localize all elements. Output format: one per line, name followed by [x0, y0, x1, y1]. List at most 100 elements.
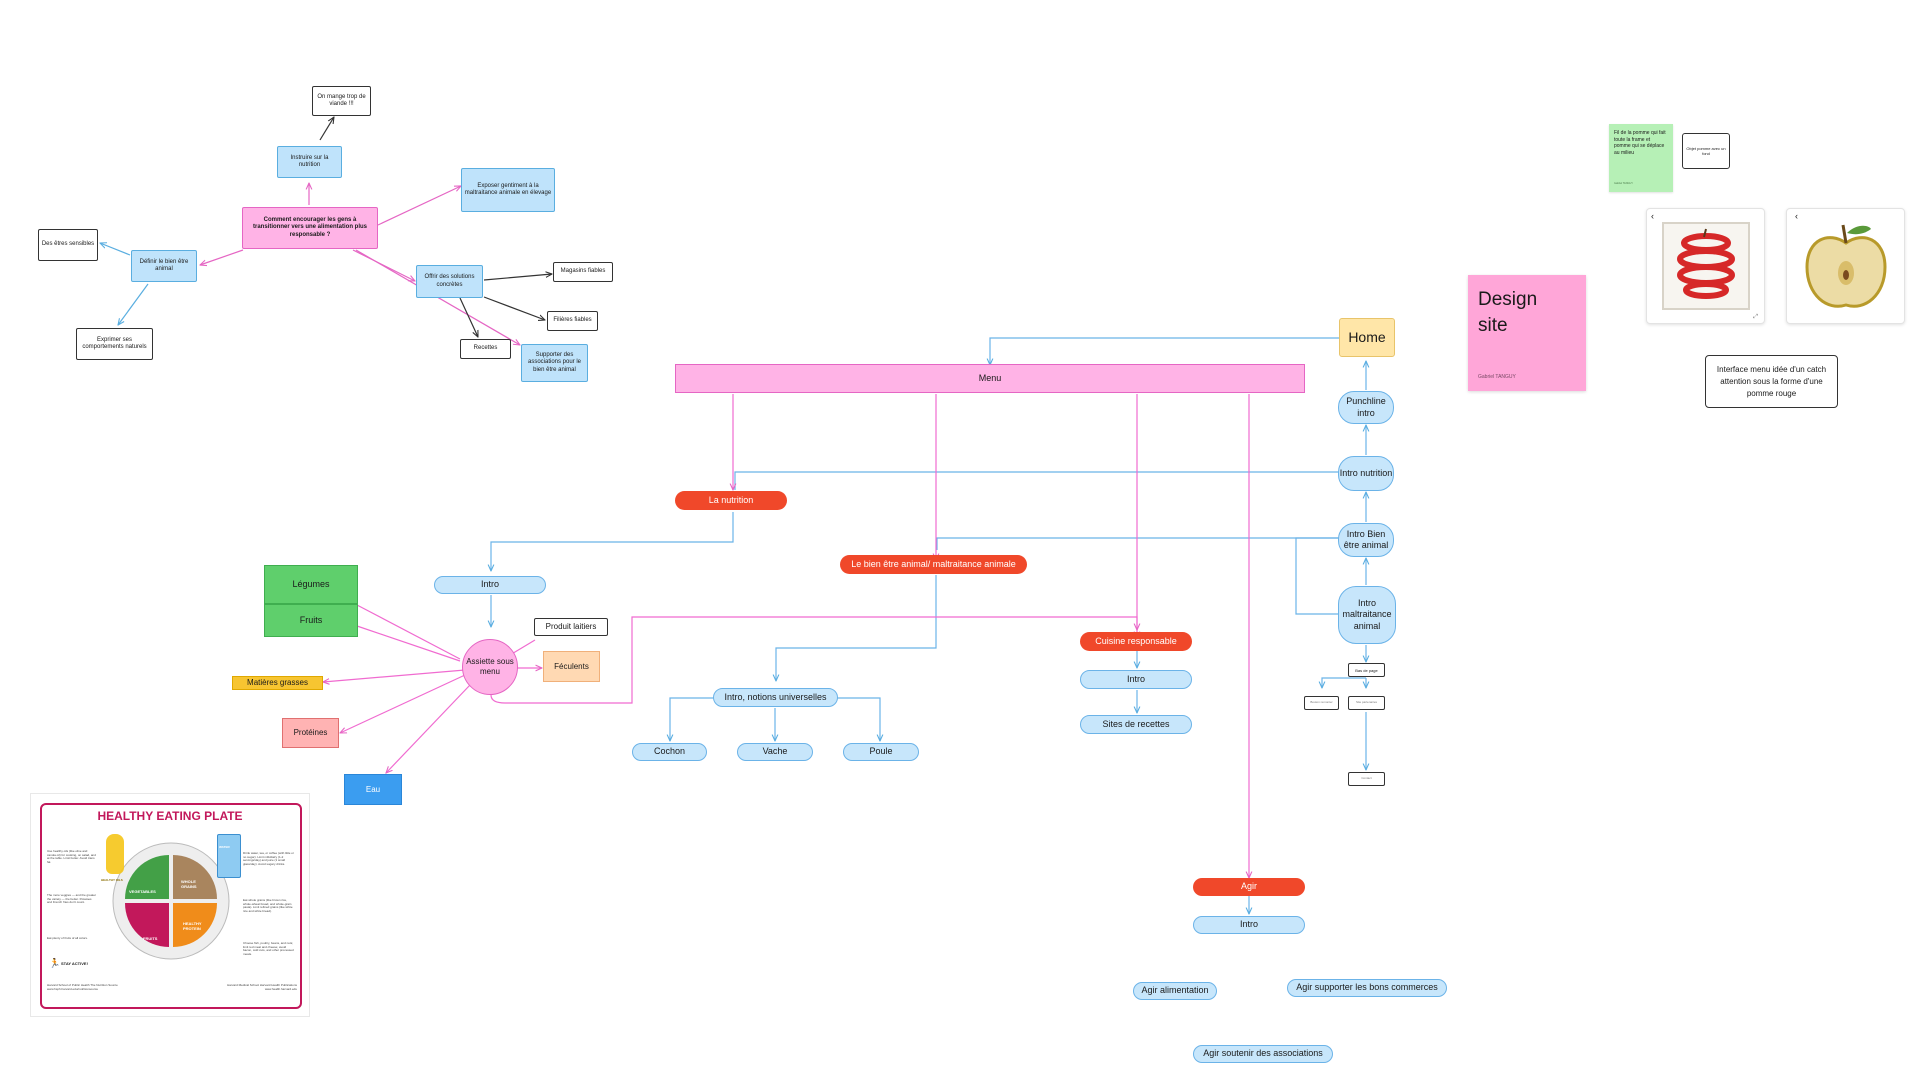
intro-bien-etre-node[interactable]: Intro Bien être animal — [1338, 523, 1394, 557]
vegetables-label: VEGETABLES — [129, 889, 156, 894]
footer-right: Harvard Medical School Harvard Health Pu… — [227, 983, 297, 991]
plate-chart — [112, 842, 230, 960]
oil-bottle-icon — [106, 834, 124, 874]
left-text-1: Use healthy oils (like olive and canola … — [47, 849, 96, 864]
label: Des êtres sensibles — [41, 241, 95, 248]
label: Eau — [365, 784, 381, 794]
nutrition-intro-node[interactable]: Intro — [434, 576, 546, 594]
protein-label: HEALTHY PROTEIN — [183, 921, 202, 931]
note-author: Gabriel TANGUY — [1614, 182, 1633, 185]
cuisine-intro-node[interactable]: Intro — [1080, 670, 1192, 689]
mindmap-center[interactable]: Comment encourager les gens à transition… — [242, 207, 378, 249]
agir-intro-node[interactable]: Intro — [1193, 916, 1305, 934]
vache-node[interactable]: Vache — [737, 743, 813, 761]
whole-grains-label: WHOLE GRAINS — [181, 879, 197, 889]
mindmap-mange-viande[interactable]: On mange trop de viande !!! — [312, 86, 371, 116]
cuisine-responsable-node[interactable]: Cuisine responsable — [1080, 632, 1192, 651]
legumes-node[interactable]: Légumes — [264, 565, 358, 604]
label: Menu — [978, 372, 1002, 383]
running-icon: 🏃 — [49, 958, 61, 968]
footer-left: Harvard School of Public Health The Nutr… — [47, 983, 118, 991]
mindmap-recettes[interactable]: Recettes — [460, 339, 511, 359]
label: Magasins fiables — [560, 268, 606, 275]
label: Définir le bien être animal — [139, 258, 189, 273]
label: Fruits — [299, 614, 323, 625]
poule-node[interactable]: Poule — [843, 743, 919, 761]
left-text-2: The more veggies — and the greater the v… — [47, 893, 97, 905]
assiette-node[interactable]: Assiette sous menu — [462, 639, 518, 695]
mindmap-offrir[interactable]: Offrir des solutions concrètes — [416, 265, 483, 298]
sites-recettes-node[interactable]: Sites de recettes — [1080, 715, 1192, 734]
label: Instruire sur la nutrition — [290, 154, 329, 169]
label: Intro — [480, 579, 499, 590]
punchline-intro-node[interactable]: Punchline intro — [1338, 391, 1394, 424]
mindmap-supporter[interactable]: Supporter des associations pour le bien … — [521, 344, 588, 382]
label: Intro maltraitance animal — [1342, 598, 1392, 631]
apple-half-illustration — [1805, 224, 1887, 308]
stay-active-label: STAY ACTIVE! — [61, 961, 88, 966]
agir-associations-node[interactable]: Agir soutenir des associations — [1193, 1045, 1333, 1063]
menu-node[interactable]: Menu — [675, 364, 1305, 393]
agir-commerces-node[interactable]: Agir supporter les bons commerces — [1287, 979, 1447, 997]
footer-small-b[interactable]: Site partenaires — [1348, 696, 1385, 710]
matieres-grasses-node[interactable]: Matières grasses — [232, 676, 323, 690]
home-node[interactable]: Home — [1339, 318, 1395, 357]
mindmap-filieres[interactable]: Filières fiables — [547, 311, 598, 331]
fruits-label: FRUITS — [143, 936, 158, 941]
design-site-sticky[interactable]: Design site Gabriel TANGUY — [1468, 275, 1586, 391]
intro-nutrition-node[interactable]: Intro nutrition — [1338, 456, 1394, 491]
label: Home — [1348, 328, 1386, 345]
agir-node[interactable]: Agir — [1193, 878, 1305, 896]
label: Bas de page — [1355, 667, 1378, 673]
water-label: WATER — [219, 845, 230, 849]
bien-etre-node[interactable]: Le bien être animal/ maltraitance animal… — [840, 555, 1027, 574]
mindmap-etres-sensibles[interactable]: Des êtres sensibles — [38, 229, 98, 261]
produits-laitiers-node[interactable]: Produit laitiers — [534, 618, 608, 636]
eau-node[interactable]: Eau — [344, 774, 402, 805]
label: Vache — [762, 746, 788, 757]
label: Intro nutrition — [1339, 467, 1393, 478]
apple-half-image[interactable]: ‹ — [1786, 208, 1905, 324]
mindmap-exposer[interactable]: Exposer gentiment à la maltraitance anim… — [461, 168, 555, 212]
label: Légumes — [292, 578, 330, 589]
mindmap-magasins[interactable]: Magasins fiables — [553, 262, 613, 282]
left-text-3: Eat plenty of fruits of all colors. — [47, 936, 88, 940]
bas-de-page-node[interactable]: Bas de page — [1348, 663, 1385, 677]
fruits-node[interactable]: Fruits — [264, 604, 358, 637]
apple-peel-image[interactable]: ‹ ⤢ — [1646, 208, 1765, 324]
caption-box[interactable]: Interface menu idée d'un catch attention… — [1705, 355, 1838, 408]
label: Site partenaires — [1355, 700, 1377, 705]
footer-small-c[interactable]: Contact — [1348, 772, 1385, 786]
label: Offrir des solutions concrètes — [424, 274, 475, 288]
idea-box[interactable]: Objet pomme avec un fond — [1682, 133, 1730, 169]
footer-small-a[interactable]: Bouton remonter — [1304, 696, 1339, 710]
intro-notions-node[interactable]: Intro, notions universelles — [713, 688, 838, 707]
label: Intro, notions universelles — [724, 691, 827, 702]
expand-icon: ⤢ — [1753, 314, 1758, 320]
agir-alimentation-node[interactable]: Agir alimentation — [1133, 982, 1217, 1000]
label: Matières grasses — [247, 678, 308, 687]
plate-title: HEALTHY EATING PLATE — [97, 809, 243, 823]
apple-peel-illustration — [1662, 222, 1750, 310]
cochon-node[interactable]: Cochon — [632, 743, 707, 761]
feculents-node[interactable]: Féculents — [543, 651, 600, 682]
mindmap-definir[interactable]: Définir le bien être animal — [131, 250, 197, 282]
right-text-3: Choose fish, poultry, beans, and nuts; l… — [243, 941, 294, 956]
right-text-2: Eat whole grains (like brown rice, whole… — [243, 898, 293, 913]
la-nutrition-node[interactable]: La nutrition — [675, 491, 787, 510]
mindmap-instruire[interactable]: Instruire sur la nutrition — [277, 146, 342, 178]
mindmap-exprimer[interactable]: Exprimer ses comportements naturels — [76, 328, 153, 360]
label: Comment encourager les gens à transition… — [252, 216, 368, 238]
intro-maltraitance-node[interactable]: Intro maltraitance animal — [1338, 586, 1396, 644]
label: Agir soutenir des associations — [1203, 1048, 1323, 1059]
green-note[interactable]: Fil de la pomme qui fait toute la frame … — [1609, 124, 1673, 192]
label: Recettes — [473, 345, 498, 352]
label: Sites de recettes — [1102, 718, 1170, 729]
label: Bouton remonter — [1310, 700, 1333, 705]
label: La nutrition — [708, 494, 754, 505]
healthy-eating-plate-image[interactable]: HEALTHY EATING PLATE VEGETABLES WHOLE GR… — [30, 793, 310, 1017]
label: Poule — [869, 746, 893, 757]
proteines-node[interactable]: Protéines — [282, 718, 339, 748]
label: Cochon — [653, 746, 686, 757]
